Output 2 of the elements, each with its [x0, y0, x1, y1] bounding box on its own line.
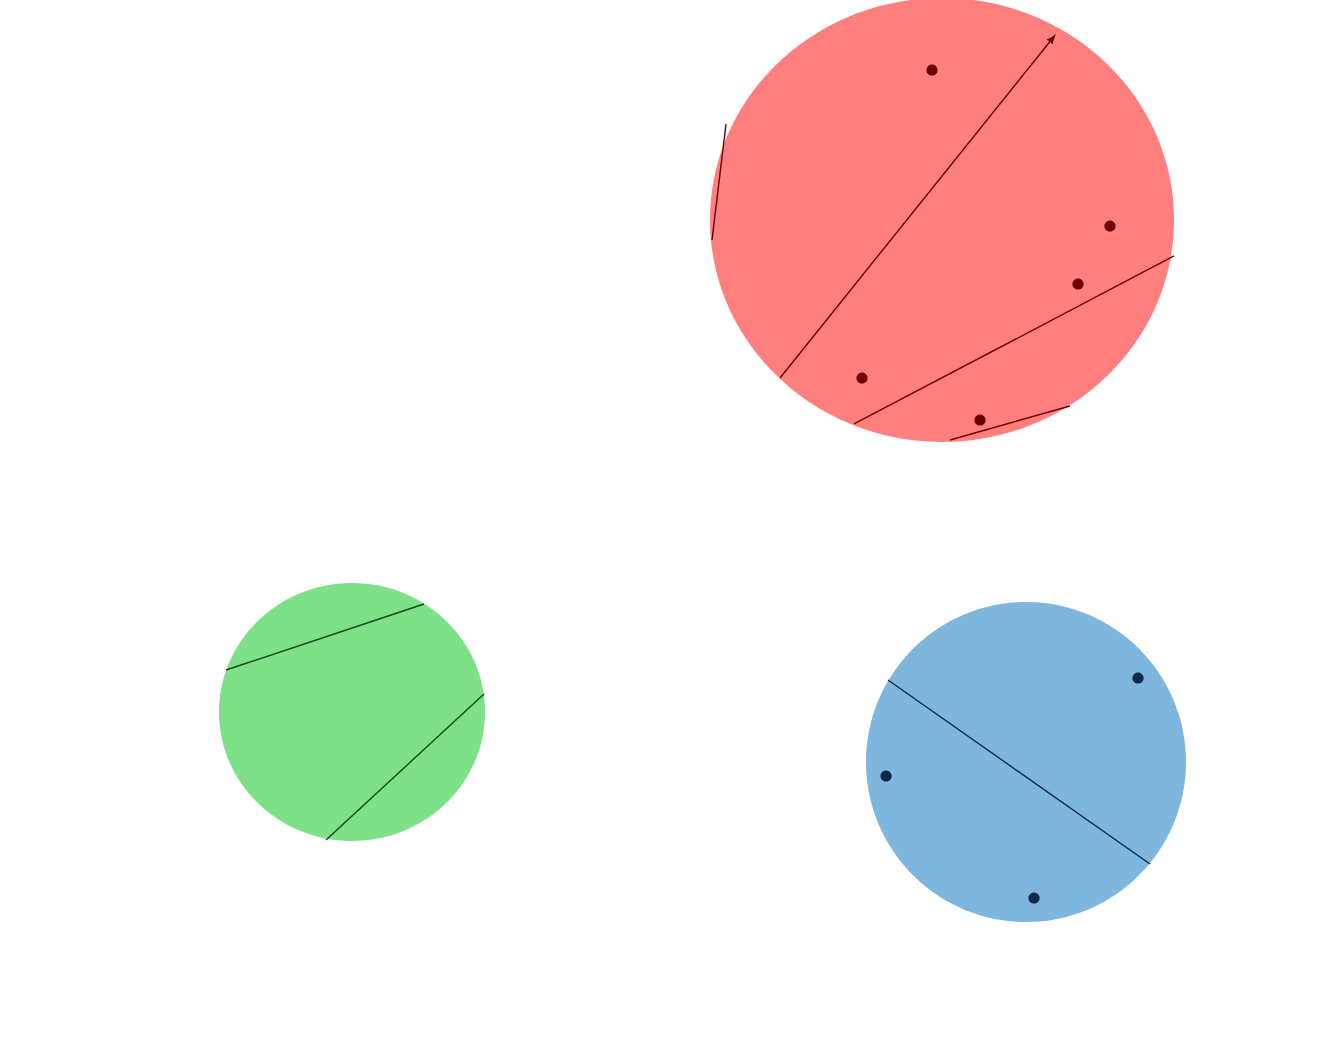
circle-node	[219, 583, 485, 841]
circle-node	[866, 602, 1186, 922]
